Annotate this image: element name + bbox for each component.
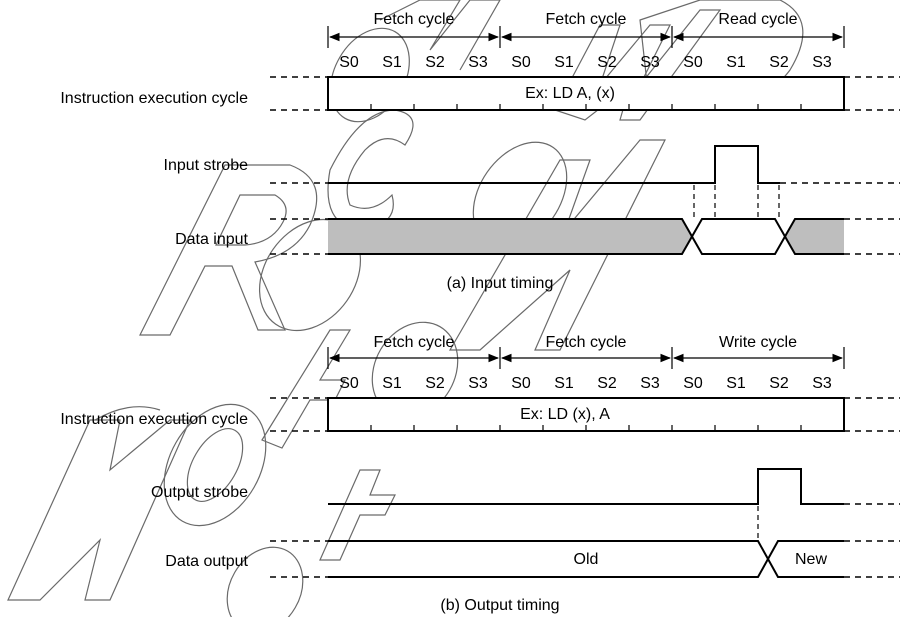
input-strobe-signal <box>328 145 780 184</box>
state-label: S0 <box>511 54 531 71</box>
state-label: S2 <box>597 375 617 392</box>
state-label: S3 <box>812 375 832 392</box>
state-label: S1 <box>554 54 574 71</box>
output-timing-section: Fetch cycle Fetch cycle Write cycle S0 S… <box>60 334 900 614</box>
data-input-signal-lower <box>328 218 844 255</box>
state-label: S3 <box>468 375 488 392</box>
data-output-old: Old <box>574 551 599 568</box>
input-timing-section: Fetch cycle Fetch cycle Read cycle S0 S1… <box>60 11 900 292</box>
output-strobe-label: Output strobe <box>151 484 248 501</box>
data-input-label: Data input <box>175 231 248 248</box>
instruction-text: Ex: LD A, (x) <box>525 85 615 102</box>
data-output-new: New <box>795 551 827 568</box>
cycle-label: Fetch cycle <box>546 11 627 28</box>
state-label: S3 <box>640 54 660 71</box>
state-label: S1 <box>382 375 402 392</box>
output-strobe-signal <box>328 468 844 505</box>
state-label: S0 <box>683 54 703 71</box>
data-output-signal-lower <box>328 540 844 578</box>
state-label: S3 <box>640 375 660 392</box>
state-label: S0 <box>339 54 359 71</box>
state-label: S3 <box>812 54 832 71</box>
output-timing-caption: (b) Output timing <box>440 597 559 614</box>
state-label: S2 <box>425 54 445 71</box>
data-input-invalid-region <box>785 219 844 254</box>
data-input-invalid-region <box>328 219 692 254</box>
instruction-cycle-label: Instruction execution cycle <box>60 90 248 107</box>
instruction-cycle-label: Instruction execution cycle <box>60 411 248 428</box>
state-label: S1 <box>726 375 746 392</box>
state-label: S2 <box>769 54 789 71</box>
data-input-signal-upper <box>328 218 844 255</box>
state-label: S1 <box>554 375 574 392</box>
state-label: S2 <box>425 375 445 392</box>
instruction-text: Ex: LD (x), A <box>520 406 610 423</box>
cycle-label: Read cycle <box>718 11 797 28</box>
data-output-label: Data output <box>165 553 248 570</box>
cycle-label: Fetch cycle <box>374 11 455 28</box>
state-label: S2 <box>597 54 617 71</box>
state-label: S1 <box>726 54 746 71</box>
cycle-label: Fetch cycle <box>374 334 455 351</box>
state-label: S0 <box>339 375 359 392</box>
state-label: S3 <box>468 54 488 71</box>
state-label: S0 <box>511 375 531 392</box>
input-timing-caption: (a) Input timing <box>447 275 554 292</box>
cycle-label: Write cycle <box>719 334 797 351</box>
input-strobe-label: Input strobe <box>164 157 249 174</box>
state-label: S0 <box>683 375 703 392</box>
state-label: S1 <box>382 54 402 71</box>
state-label: S2 <box>769 375 789 392</box>
cycle-label: Fetch cycle <box>546 334 627 351</box>
